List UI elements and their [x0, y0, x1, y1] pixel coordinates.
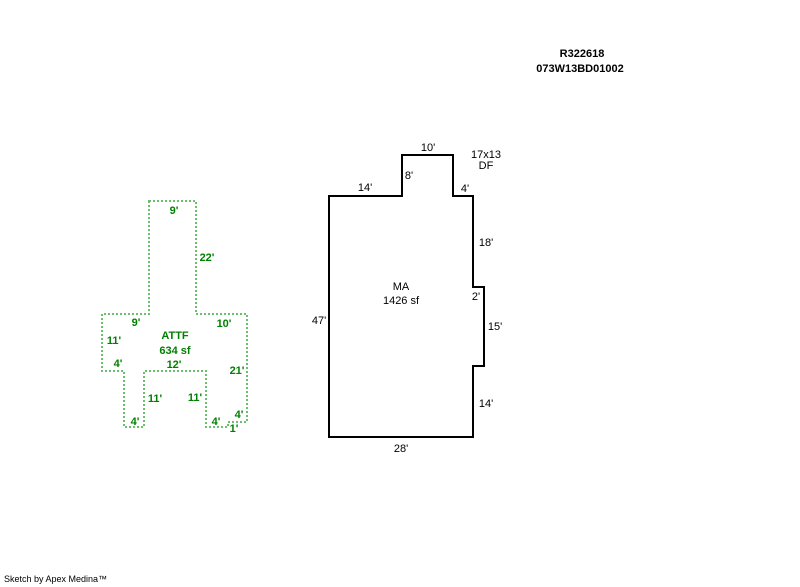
dim: 9' [132, 317, 141, 329]
dim: 4' [212, 416, 221, 428]
dim: 4' [131, 416, 140, 428]
dim: 10' [217, 318, 232, 330]
note-code: DF [479, 160, 494, 172]
dim: 1' [230, 423, 239, 435]
dim: 18' [479, 237, 493, 249]
dim: 4' [114, 358, 123, 370]
dim: 47' [312, 315, 326, 327]
dim: 21' [230, 365, 245, 377]
map-tax-lot: 073W13BD01002 [536, 63, 623, 75]
footer-credit: Sketch by Apex Medina™ [4, 574, 108, 584]
dim: 12' [167, 359, 182, 371]
dim: 28' [394, 443, 408, 455]
dim: 14' [479, 398, 493, 410]
dim: 11' [188, 392, 203, 404]
attf-outline [101, 200, 248, 428]
ma-area: 1426 sf [383, 295, 420, 307]
attf-area: 634 sf [159, 345, 191, 357]
dim: 2' [472, 291, 480, 303]
dim: 14' [358, 182, 372, 194]
dim: 4' [235, 409, 244, 421]
attf-label: ATTF [161, 330, 189, 342]
dim: 8' [405, 170, 413, 182]
dim: 15' [488, 321, 502, 333]
dim: 11' [107, 335, 122, 347]
dim: 10' [421, 142, 435, 154]
parcel-id: R322618 [560, 48, 605, 60]
dim: 4' [461, 183, 469, 195]
ma-label: MA [393, 281, 410, 293]
dim: 22' [200, 252, 215, 264]
dim: 9' [170, 205, 179, 217]
ma-outline [328, 154, 485, 438]
dim: 11' [148, 393, 163, 405]
note-size: 17x13 [471, 149, 501, 161]
